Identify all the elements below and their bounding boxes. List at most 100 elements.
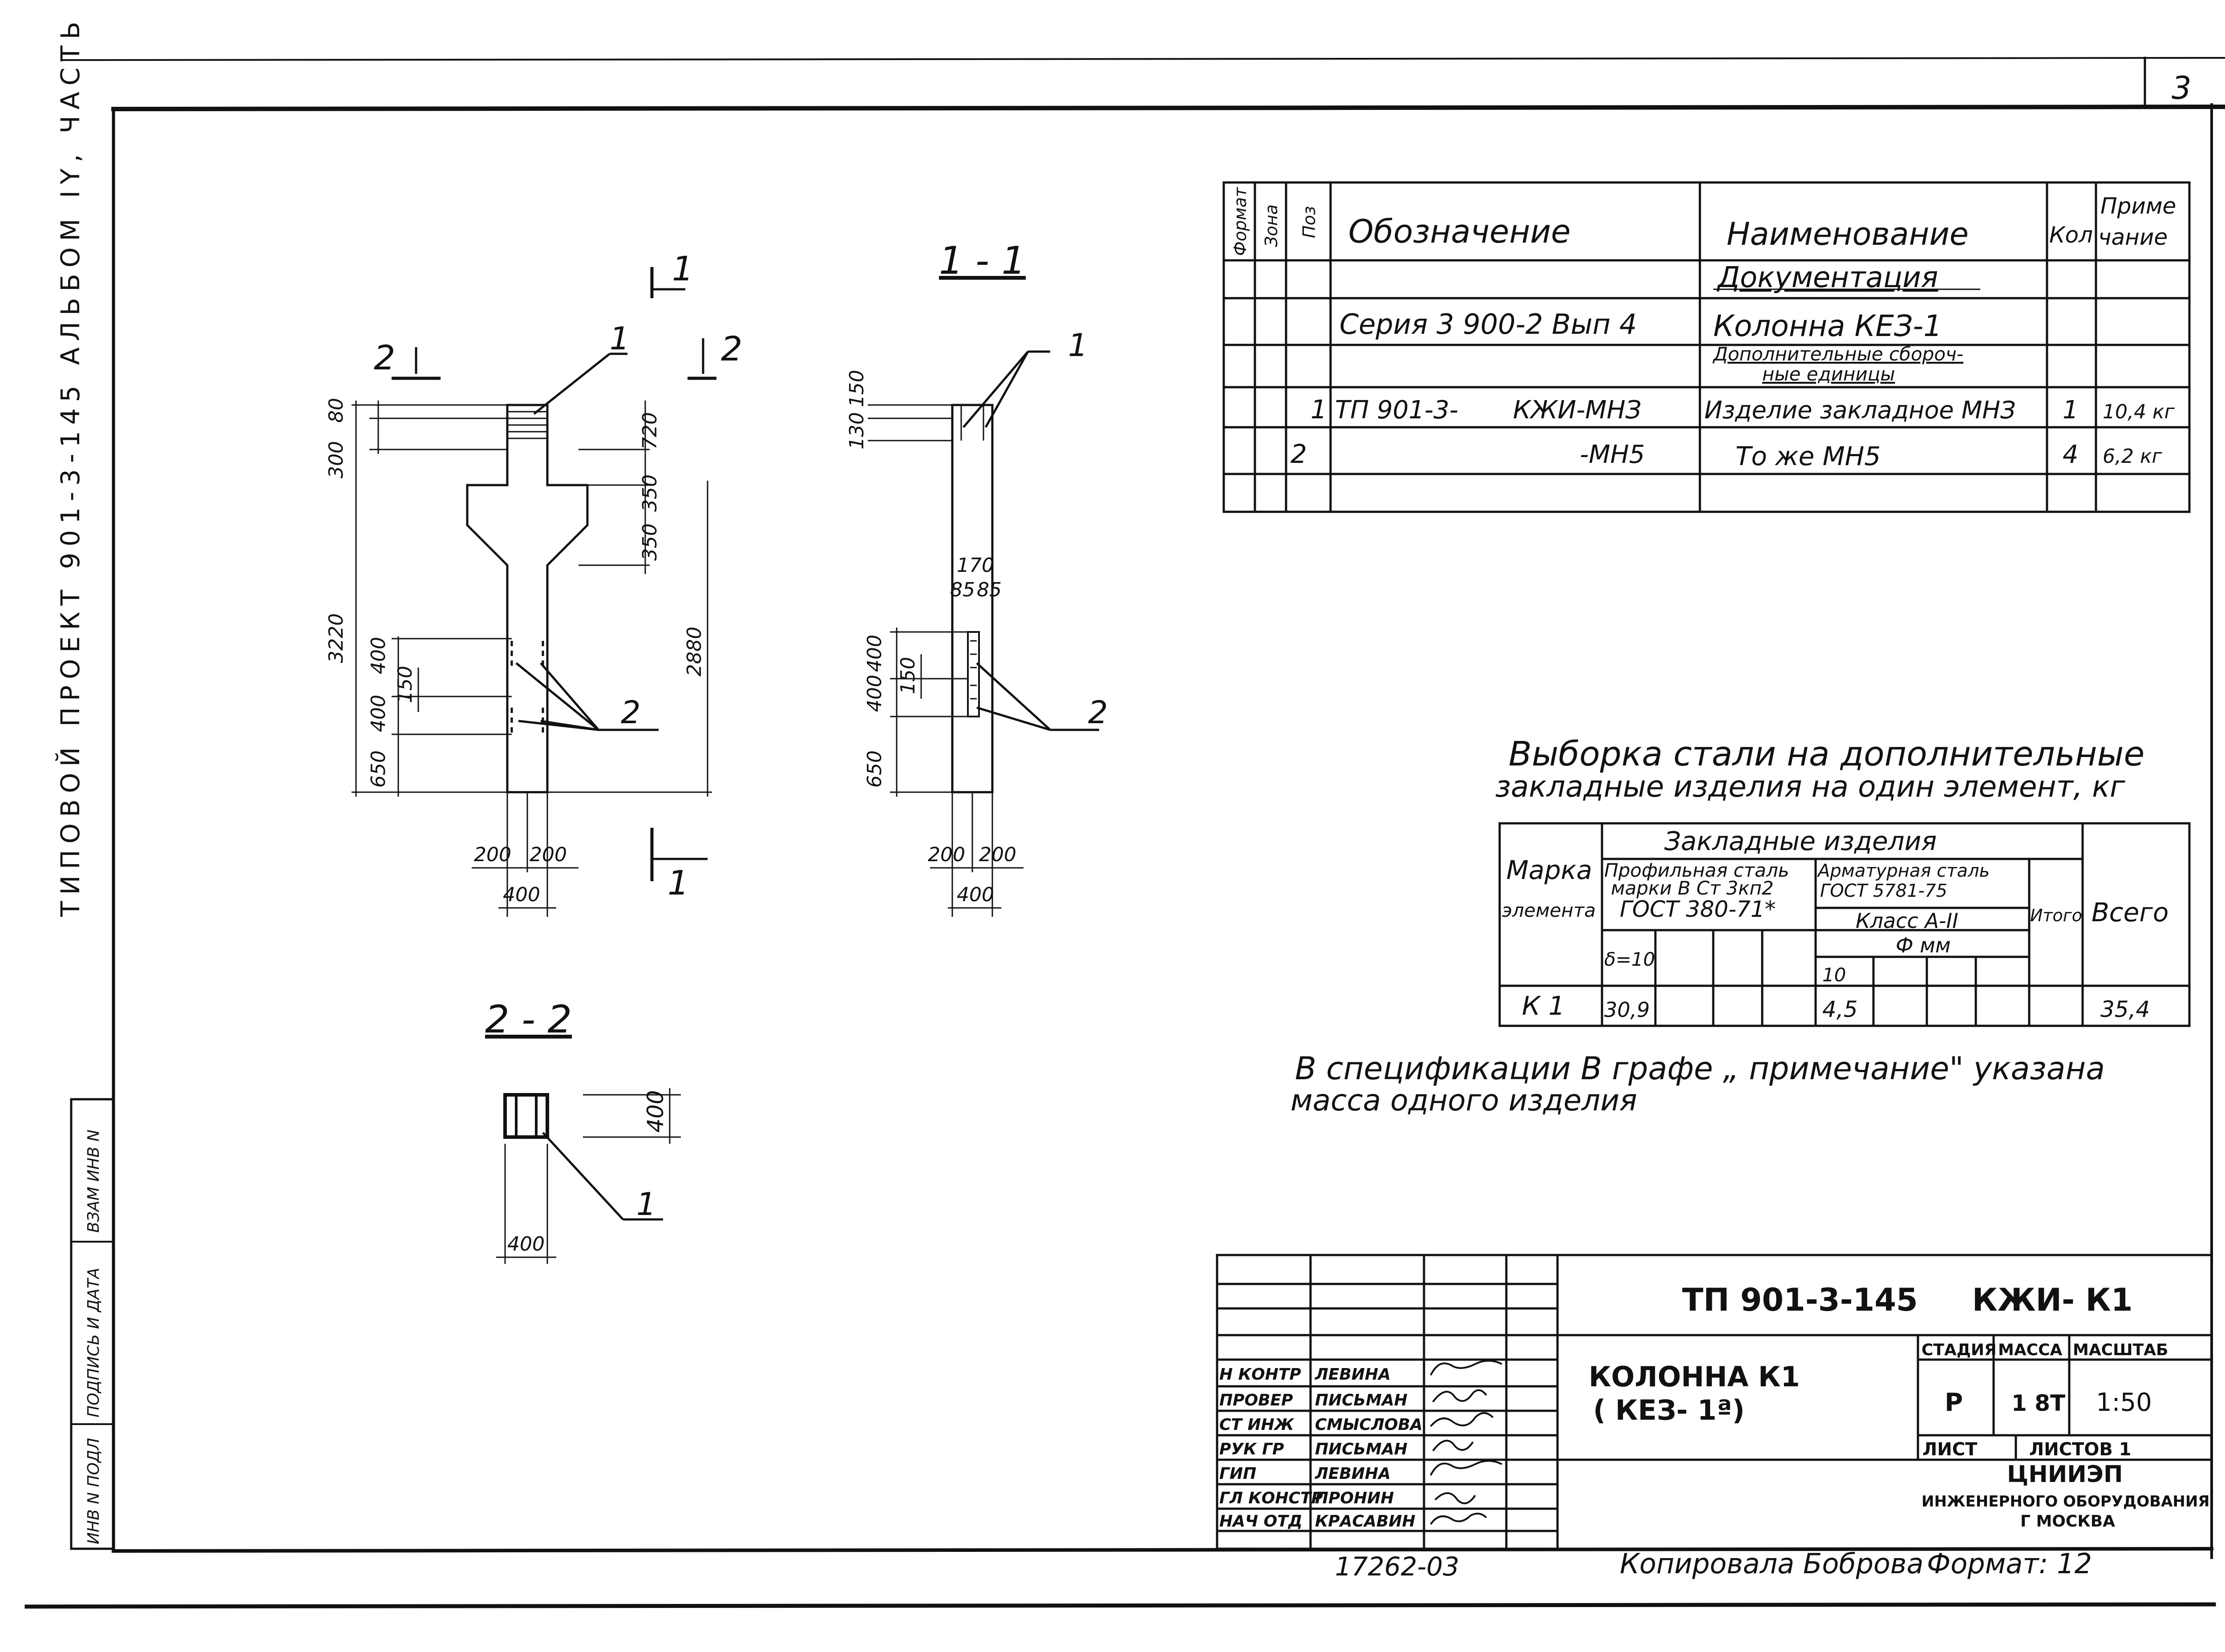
side-box-label: ИНВ N ПОДЛ xyxy=(85,1438,103,1544)
spec-row-name: Изделие закладное МНЗ xyxy=(1704,396,2016,424)
title-block-object: ( КЕЗ- 1ª) xyxy=(1593,1394,1745,1426)
spec-header-designation: Обозначение xyxy=(1348,213,1571,250)
archive-number: 17262-03 xyxy=(1335,1551,1459,1582)
dimension-label: 150 xyxy=(846,370,868,407)
cut-mark-label: 1 xyxy=(672,249,693,288)
spec-row-note: 6,2 кг xyxy=(2103,445,2163,468)
spec-row-qty: 4 xyxy=(2063,440,2079,469)
dimension-label: 400 xyxy=(643,1090,668,1133)
steel-header-profile: ГОСТ 380-71* xyxy=(1620,896,1776,922)
staff-role: ГИП xyxy=(1219,1465,1256,1483)
cut-mark-label: 2 xyxy=(374,338,395,377)
dimension-label: 350 xyxy=(639,474,661,512)
steel-table-title: Выборка стали на дополнительные xyxy=(1509,734,2144,773)
steel-table-title: закладные изделия на один элемент, кг xyxy=(1495,769,2125,804)
staff-name: ЛЕВИНА xyxy=(1315,1465,1391,1483)
title-block-code: ТП 901-3-145 КЖИ- К1 xyxy=(1682,1282,2132,1318)
staff-name: СМЫСЛОВА xyxy=(1315,1416,1423,1434)
dimension-label: 400 xyxy=(367,695,390,732)
title-block-org: ЦНИИЭП xyxy=(2007,1461,2123,1488)
dimension-label: 85 xyxy=(977,579,1002,601)
dimension-label: 400 xyxy=(503,883,540,906)
steel-header-mark: Марка xyxy=(1506,855,1592,885)
spec-note: масса одного изделия xyxy=(1290,1083,1637,1118)
spec-row-pos: 2 xyxy=(1290,439,1307,469)
spec-section-documentation: Документация xyxy=(1716,261,1938,294)
spec-header-format: Формат xyxy=(1230,186,1250,256)
staff-name: ПИСЬМАН xyxy=(1315,1440,1408,1458)
steel-sub-profile: δ=10 xyxy=(1604,948,1655,970)
dimension-label: 200 xyxy=(928,843,965,866)
dimension-label: 400 xyxy=(863,635,886,672)
dimension-label: 300 xyxy=(325,441,348,478)
steel-row-all: 35,4 xyxy=(2100,996,2150,1022)
dimension-label: 130 xyxy=(846,412,868,449)
cut-mark-label: 2 xyxy=(721,329,742,368)
column-front-view xyxy=(352,267,716,917)
dimension-label: 80 xyxy=(325,398,348,423)
spec-section-assemblies: ные единицы xyxy=(1762,363,1895,385)
staff-role: ПРОВЕР xyxy=(1219,1391,1293,1409)
steel-row-mark: К 1 xyxy=(1522,991,1565,1021)
dimension-label: 85 xyxy=(950,579,975,601)
title-block-sheet-label: ЛИСТ xyxy=(1922,1439,1978,1460)
dimension-label: 170 xyxy=(957,554,994,577)
specification-table xyxy=(1222,181,2191,513)
steel-header-all: Всего xyxy=(2092,897,2168,927)
steel-sub-rebar: 10 xyxy=(1822,964,1846,986)
steel-header-rebar: Арматурная сталь xyxy=(1816,861,1990,881)
dimension-label: 650 xyxy=(863,750,886,788)
table-row: 2 -МН5 То же МН5 4 6,2 кг xyxy=(1290,439,2163,471)
signatures xyxy=(1430,1360,1502,1525)
copied-by: Копировала Боброва xyxy=(1620,1547,1923,1580)
title-block-mass-label: МАССА xyxy=(1998,1341,2063,1359)
dimension-label: 3220 xyxy=(325,613,348,663)
sheet-number: 3 xyxy=(2172,70,2192,106)
steel-header-profile: марки В Ст 3кп2 xyxy=(1611,877,1774,899)
side-stamp: ТИПОВОЙ ПРОЕКТ 901-3-145 АЛЬБОМ IY, ЧАСТ… xyxy=(55,0,85,917)
staff-role: СТ ИНЖ xyxy=(1219,1416,1295,1434)
steel-row-rebar: 4,5 xyxy=(1822,996,1858,1022)
dimension-label: 400 xyxy=(863,675,886,712)
column-side-view xyxy=(868,350,1099,917)
dimension-label: 400 xyxy=(507,1233,545,1255)
staff-name: ПРОНИН xyxy=(1315,1489,1394,1507)
steel-header-mark: элемента xyxy=(1502,899,1596,921)
leader-label: 1 xyxy=(610,320,630,357)
staff-role: ГЛ КОНСТР xyxy=(1219,1489,1323,1507)
spec-row-pos: 1 xyxy=(1311,394,1327,425)
sheet-format: Формат: 12 xyxy=(1927,1547,2092,1580)
title-block-object: КОЛОННА К1 xyxy=(1589,1360,1800,1393)
title-block-sheets-label: ЛИСТОВ 1 xyxy=(2029,1439,2132,1460)
spec-header-name: Наименование xyxy=(1727,216,1969,252)
steel-header-profile: Профильная сталь xyxy=(1604,859,1789,881)
staff-role: НАЧ ОТД xyxy=(1219,1512,1303,1531)
title-block-scale: 1:50 xyxy=(2096,1388,2152,1417)
side-box-label: ПОДПИСЬ И ДАТА xyxy=(85,1267,103,1417)
column-plan-view xyxy=(496,1088,681,1264)
section-title: 1 - 1 xyxy=(939,239,1026,283)
dimension-label: 2880 xyxy=(683,627,706,676)
section-title: 2 - 2 xyxy=(485,997,572,1042)
spec-row-note: 10,4 кг xyxy=(2103,401,2175,423)
dimension-label: 400 xyxy=(957,883,994,906)
dimension-label: 650 xyxy=(367,750,390,788)
steel-header-total: Итого xyxy=(2030,906,2082,925)
title-block-org: Г МОСКВА xyxy=(2020,1512,2115,1531)
leader-label: 1 xyxy=(636,1186,656,1223)
steel-row-profile: 30,9 xyxy=(1604,998,1650,1022)
cut-mark-label: 1 xyxy=(668,863,689,903)
spec-row-designation: КЖИ-МНЗ xyxy=(1513,396,1642,425)
side-box-label: ВЗАМ ИНВ N xyxy=(85,1130,103,1233)
spec-header-qty: Кол xyxy=(2049,222,2093,248)
title-block xyxy=(1216,1254,2213,1550)
leader-label: 2 xyxy=(621,694,641,731)
steel-header-class: Класс А-II xyxy=(1856,909,1958,933)
dimension-label: 350 xyxy=(639,523,661,561)
spec-row-qty: 1 xyxy=(2063,396,2079,425)
title-block-stage: Р xyxy=(1945,1388,1963,1417)
dimension-label: 720 xyxy=(639,412,661,449)
spec-doc-designation: Серия 3 900-2 Вып 4 xyxy=(1339,308,1637,340)
dimension-label: 200 xyxy=(979,843,1016,866)
title-block-stage-label: СТАДИЯ xyxy=(1922,1341,1997,1359)
